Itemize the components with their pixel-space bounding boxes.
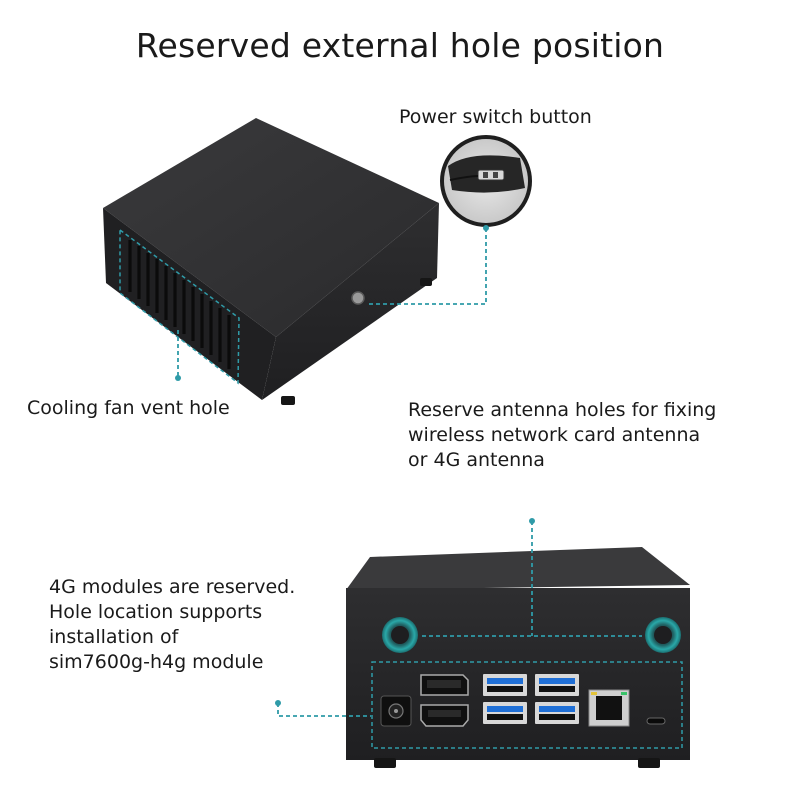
dc-power-jack-icon [380,695,412,727]
module-line-1: 4G modules are reserved. [49,576,296,598]
callout-dots [175,225,535,706]
mini-pc-rear-view [346,547,690,768]
antenna-line-3: or 4G antenna [408,449,545,471]
page-title: Reserved external hole position [135,26,665,65]
antenna-line-1: Reserve antenna holes for fixing [408,399,717,421]
usb-c-port-icon [646,717,666,725]
ethernet-port-icon [588,689,630,727]
power-switch-text: Power switch button [399,106,592,128]
power-button-icon [351,291,365,305]
antenna-line-2: wireless network card antenna [408,424,701,446]
cooling-vent-icon [128,240,231,369]
antenna-holes-label: Reserve antenna holes for fixing wireles… [408,398,716,473]
usb-ports-icon [483,674,579,724]
hdmi-port-icon [420,704,469,727]
power-switch-zoom [440,135,532,227]
callout-lines [177,228,642,717]
module-reserved-label: 4G modules are reserved. Hole location s… [49,575,295,675]
power-switch-label: Power switch button [399,105,592,130]
displayport-icon [420,674,469,696]
module-line-2: Hole location supports [49,601,263,623]
mini-pc-top-view [103,118,439,405]
module-line-3: installation of [49,626,179,648]
cooling-vent-text: Cooling fan vent hole [27,397,230,419]
module-line-4: sim7600g-h4g module [49,651,264,673]
cooling-vent-label: Cooling fan vent hole [27,396,230,421]
